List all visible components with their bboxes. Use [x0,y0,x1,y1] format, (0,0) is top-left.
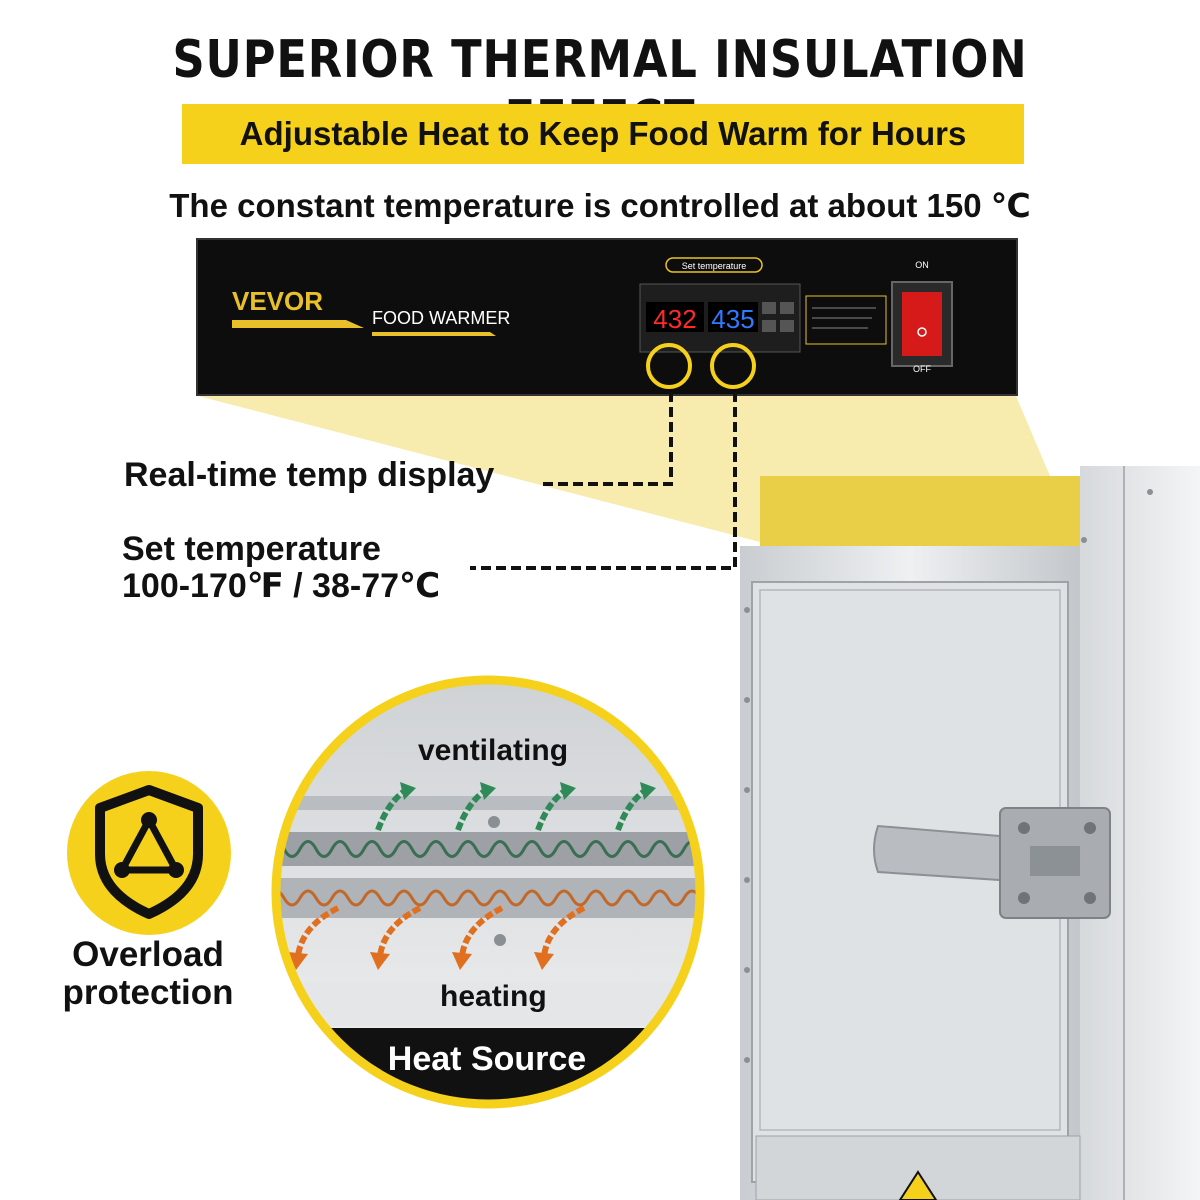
overload-line-1: Overload [72,935,224,974]
heat-source-label: Heat Source [387,1040,587,1078]
switch-on-label: ON [915,260,929,270]
realtime-display-label: Real-time temp display [124,456,495,494]
power-switch[interactable] [902,292,942,356]
set-temp-caption: Set temperature [682,261,747,271]
actual-temp-display: 432 [653,304,696,334]
set-temp-highlight [710,343,756,389]
set-temp-range-label: 100-170℉ / 38-77℃ [122,567,441,605]
heating-label: heating [440,980,547,1013]
overload-line-2: protection [62,973,234,1012]
overload-protection-label: Overload protection [48,936,248,1012]
heat-source-diagram [271,675,705,1109]
controller-key[interactable] [780,302,794,314]
ventilating-label: ventilating [418,734,569,767]
set-temp-display: 435 [711,304,754,334]
realtime-display-highlight [646,343,692,389]
product-label: FOOD WARMER [372,308,510,328]
controller-key[interactable] [762,302,776,314]
brand-logo: VEVOR [232,286,323,316]
set-temp-label: Set temperature [122,530,381,568]
shield-triangle-icon [67,771,231,935]
subline: The constant temperature is controlled a… [169,187,1031,224]
controller-key[interactable] [780,320,794,332]
banner-text: Adjustable Heat to Keep Food Warm for Ho… [239,115,967,152]
banner: Adjustable Heat to Keep Food Warm for Ho… [182,104,1024,164]
control-panel: VEVOR FOOD WARMER Set temperature 432 43… [196,238,1018,396]
warning-triangle-icon [898,1170,938,1200]
controller-key[interactable] [762,320,776,332]
switch-off-label: OFF [913,364,931,374]
